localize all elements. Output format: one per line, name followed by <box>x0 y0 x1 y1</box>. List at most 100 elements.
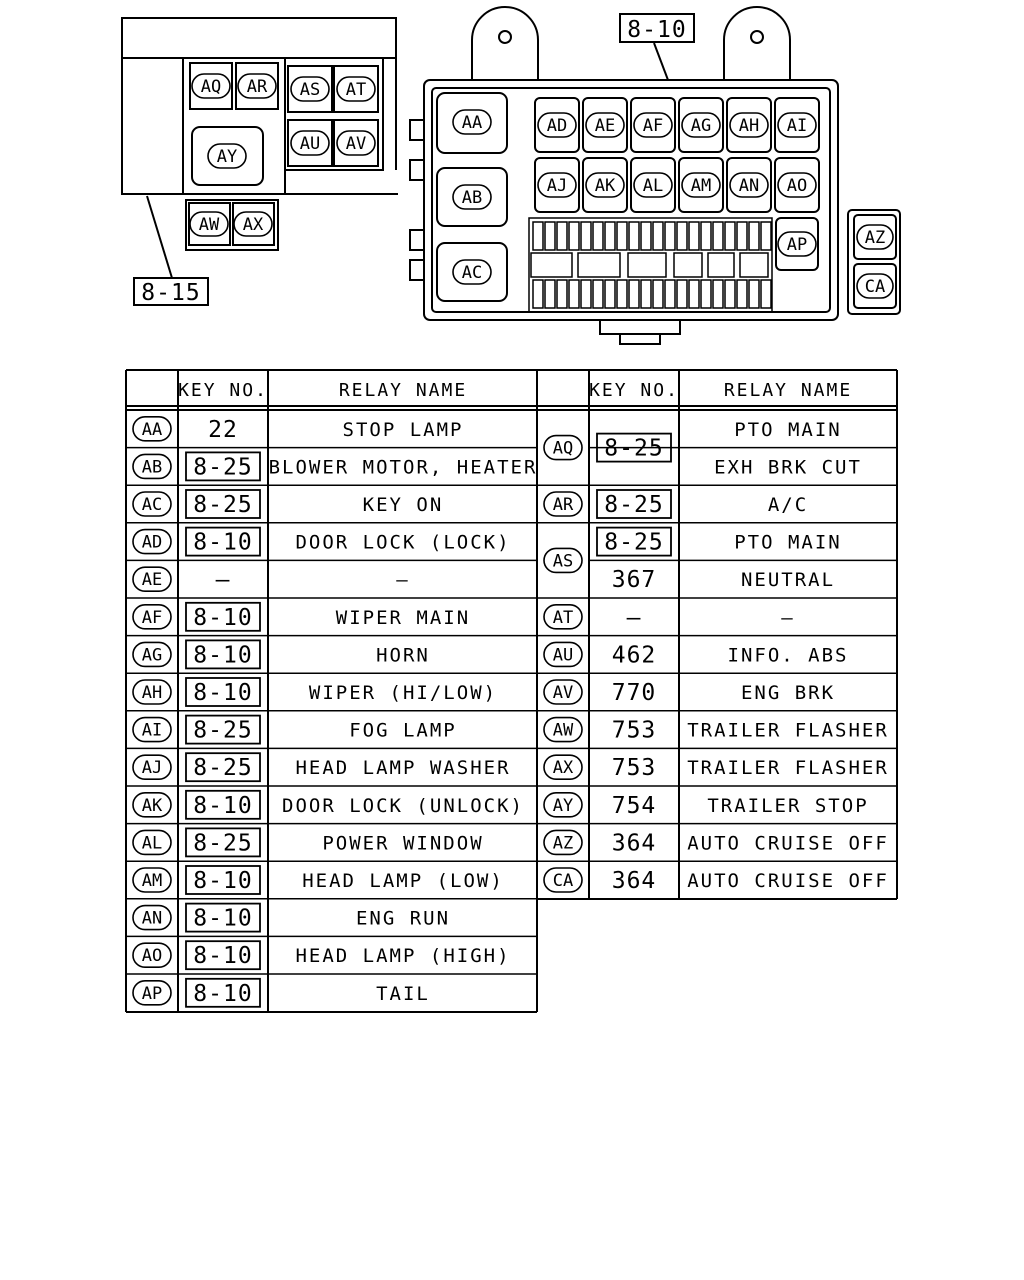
relay-label-ax: AX <box>233 211 273 237</box>
row-key-no: 367 <box>612 567 657 593</box>
callout-8-15-leader <box>146 195 173 279</box>
row-key-no-frame <box>185 789 261 820</box>
row-key-no: 754 <box>612 793 657 819</box>
row-key-no-frame <box>185 489 261 519</box>
row-key-no: 364 <box>612 868 657 894</box>
relay-label-ax-text: AX <box>243 215 264 235</box>
relay-label-ai-text: AI <box>787 116 807 136</box>
row-key-no-frame <box>185 677 261 707</box>
row-key-no-frame <box>185 639 261 670</box>
row-relay-name: WIPER MAIN <box>336 607 470 629</box>
relay-label-ar: AR <box>237 73 277 99</box>
row-key-no: 8-10 <box>193 868 252 894</box>
row-relay-name: TRAILER FLASHER <box>687 720 889 742</box>
row-code-ar: AR <box>543 491 583 517</box>
row-key-no-frame <box>185 601 261 632</box>
relay-label-ai: AI <box>777 112 817 138</box>
relay-label-ad: AD <box>537 112 577 138</box>
row-relay-name: PTO MAIN <box>734 532 842 554</box>
row-relay-name: BLOWER MOTOR, HEATER <box>269 456 538 478</box>
relay-label-an: AN <box>729 172 769 198</box>
row-key-no-frame <box>596 432 672 463</box>
relay-label-au-text: AU <box>300 134 320 154</box>
left-header-key-no: KEY NO. <box>178 380 268 401</box>
row-code-ar-text: AR <box>553 495 574 515</box>
row-relay-name: ENG RUN <box>356 908 450 930</box>
row-relay-name: DOOR LOCK (LOCK) <box>295 532 510 554</box>
relay-label-ah-text: AH <box>739 116 759 136</box>
relay-label-am: AM <box>681 172 721 198</box>
row-relay-name: A/C <box>768 494 808 516</box>
callout-8-10-frame <box>619 13 695 43</box>
relay-label-aa-text: AA <box>462 113 482 133</box>
row-code-ag-text: AG <box>142 645 162 665</box>
row-code-av-text: AV <box>553 683 573 703</box>
row-code-an: AN <box>132 904 172 931</box>
row-key-no-frame <box>185 451 261 482</box>
relay-label-aj: AJ <box>537 172 577 198</box>
row-relay-name: — <box>396 569 409 591</box>
relay-table: KEY NO. RELAY NAME KEY NO. RELAY NAME AA… <box>125 369 898 1013</box>
row-code-ay: AY <box>543 791 583 818</box>
relay-label-ao: AO <box>777 172 817 198</box>
row-key-no: 8-10 <box>193 906 252 932</box>
row-relay-name: EXH BRK CUT <box>714 456 862 478</box>
row-code-al: AL <box>132 829 172 856</box>
row-key-no: 8-25 <box>193 454 252 480</box>
row-key-no: 8-10 <box>193 943 252 969</box>
row-key-no-frame <box>185 714 261 745</box>
row-relay-name: PTO MAIN <box>734 419 842 441</box>
relay-label-aq-text: AQ <box>201 77 221 97</box>
row-key-no: — <box>627 605 642 631</box>
row-relay-name: HEAD LAMP WASHER <box>295 757 510 779</box>
row-code-ax-text: AX <box>553 758 574 778</box>
row-code-ag: AG <box>132 641 172 668</box>
row-key-no-frame <box>596 489 672 519</box>
relay-label-ar-text: AR <box>247 77 268 97</box>
row-key-no-frame <box>185 940 261 971</box>
row-relay-name: KEY ON <box>363 494 444 516</box>
relay-label-ab: AB <box>452 184 492 210</box>
row-relay-name: POWER WINDOW <box>322 832 483 854</box>
row-code-ca-text: CA <box>553 871 573 891</box>
relay-label-ca-text: CA <box>865 277 885 297</box>
fuse-block <box>528 217 773 313</box>
left-header-relay-name: RELAY NAME <box>339 380 467 401</box>
relay-label-ae: AE <box>585 112 625 138</box>
callout-8-15-label: 8-15 <box>141 280 200 306</box>
right-box-sockets <box>436 92 820 302</box>
relay-label-ap: AP <box>777 231 817 257</box>
row-code-as: AS <box>543 547 583 574</box>
relay-label-as: AS <box>290 76 330 102</box>
row-relay-name: ENG BRK <box>741 682 835 704</box>
row-code-ap: AP <box>132 979 172 1006</box>
row-code-as-text: AS <box>553 551 573 571</box>
row-key-no: 22 <box>208 417 238 443</box>
relay-label-al: AL <box>633 172 673 198</box>
relay-label-aw: AW <box>189 211 229 237</box>
row-code-aa: AA <box>132 415 172 442</box>
row-key-no: 753 <box>612 718 657 744</box>
left-relay-sockets <box>188 62 379 246</box>
relay-label-ab-text: AB <box>462 188 482 208</box>
row-code-ca: CA <box>543 867 583 893</box>
row-code-ad-text: AD <box>142 533 162 553</box>
